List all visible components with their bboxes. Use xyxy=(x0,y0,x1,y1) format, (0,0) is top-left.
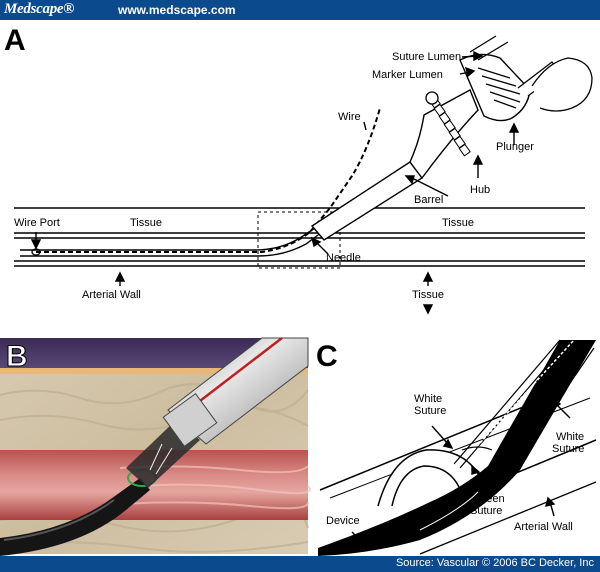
suture-white-left xyxy=(453,339,561,465)
green-suture-loop-c xyxy=(461,446,493,451)
suture-green-dashed xyxy=(469,339,575,455)
panel-b-letter: B xyxy=(6,340,28,373)
label-suture-lumen: Suture Lumen xyxy=(392,51,461,63)
wall-edge-top xyxy=(319,391,561,491)
label-wire-port: Wire Port xyxy=(14,217,60,229)
label-white-suture-right: White Suture xyxy=(552,431,587,455)
panel-c-arrows xyxy=(351,398,571,550)
device-highlight xyxy=(3,499,115,541)
device-body-bottom xyxy=(20,231,323,257)
needle-1 xyxy=(149,443,163,471)
suture-lumen-tube xyxy=(469,35,509,61)
needle-callout-box xyxy=(257,211,341,269)
suture-white-right-2 xyxy=(511,347,595,469)
panel-a: A xyxy=(4,24,593,315)
device-highlight-c xyxy=(419,491,479,531)
label-arterial-wall-c: Arterial Wall xyxy=(514,521,573,533)
label-hub: Hub xyxy=(470,184,490,196)
label-tissue-bottom: Tissue xyxy=(412,289,444,301)
medscape-logo[interactable]: Medscape® xyxy=(4,1,75,17)
panel-c-letter: C xyxy=(316,340,338,373)
label-marker-lumen: Marker Lumen xyxy=(372,69,443,81)
label-green-suture-line1: Green xyxy=(474,493,505,505)
label-white-suture-left-line1: White xyxy=(414,393,442,405)
label-white-suture-right-line1: White xyxy=(556,431,584,443)
label-green-suture-line2: Suture xyxy=(470,505,502,517)
needle-2 xyxy=(155,447,173,475)
hub-ridges xyxy=(428,95,471,157)
panel-a-arrows xyxy=(30,50,520,315)
header-bar: Medscape® www.medscape.com xyxy=(0,0,600,20)
panel-b-fat-layer xyxy=(0,368,308,374)
label-barrel: Barrel xyxy=(414,194,443,206)
label-device: Device xyxy=(326,515,360,527)
footer-bar: Source: Vascular © 2006 BC Decker, Inc xyxy=(0,556,600,572)
plunger-body xyxy=(459,53,531,122)
label-wire: Wire xyxy=(338,111,361,123)
label-needle: Needle xyxy=(326,252,361,264)
label-white-suture-left: White Suture xyxy=(414,393,446,417)
source-credit: Source: Vascular © 2006 BC Decker, Inc xyxy=(395,557,594,569)
guide-wire xyxy=(36,107,381,253)
barrel-tip xyxy=(162,392,218,448)
panel-c: C White Suture White xyxy=(316,339,597,556)
barrel-shape xyxy=(310,161,424,241)
wall-edge-bottom xyxy=(419,481,597,555)
panel-a-letter: A xyxy=(4,24,26,57)
suture-white-right xyxy=(505,343,589,465)
label-tissue-left: Tissue xyxy=(130,217,162,229)
label-white-suture-left-line2: Suture xyxy=(414,405,446,417)
hub-flare xyxy=(409,89,479,180)
panel-b: B xyxy=(0,337,311,556)
device-body-c xyxy=(318,340,596,556)
label-green-suture: Green Suture xyxy=(470,493,508,517)
figure: A xyxy=(0,24,597,556)
plunger-ribs xyxy=(477,67,521,109)
label-tissue-right: Tissue xyxy=(442,217,474,229)
hand-thumb xyxy=(531,57,593,112)
device-shaft xyxy=(0,478,150,556)
label-plunger: Plunger xyxy=(496,141,534,153)
red-suture-line xyxy=(195,337,283,405)
label-arterial-wall: Arterial Wall xyxy=(82,289,141,301)
site-url[interactable]: www.medscape.com xyxy=(118,3,236,17)
label-white-suture-right-line2: Suture xyxy=(552,443,584,455)
hub-knob xyxy=(425,91,439,105)
